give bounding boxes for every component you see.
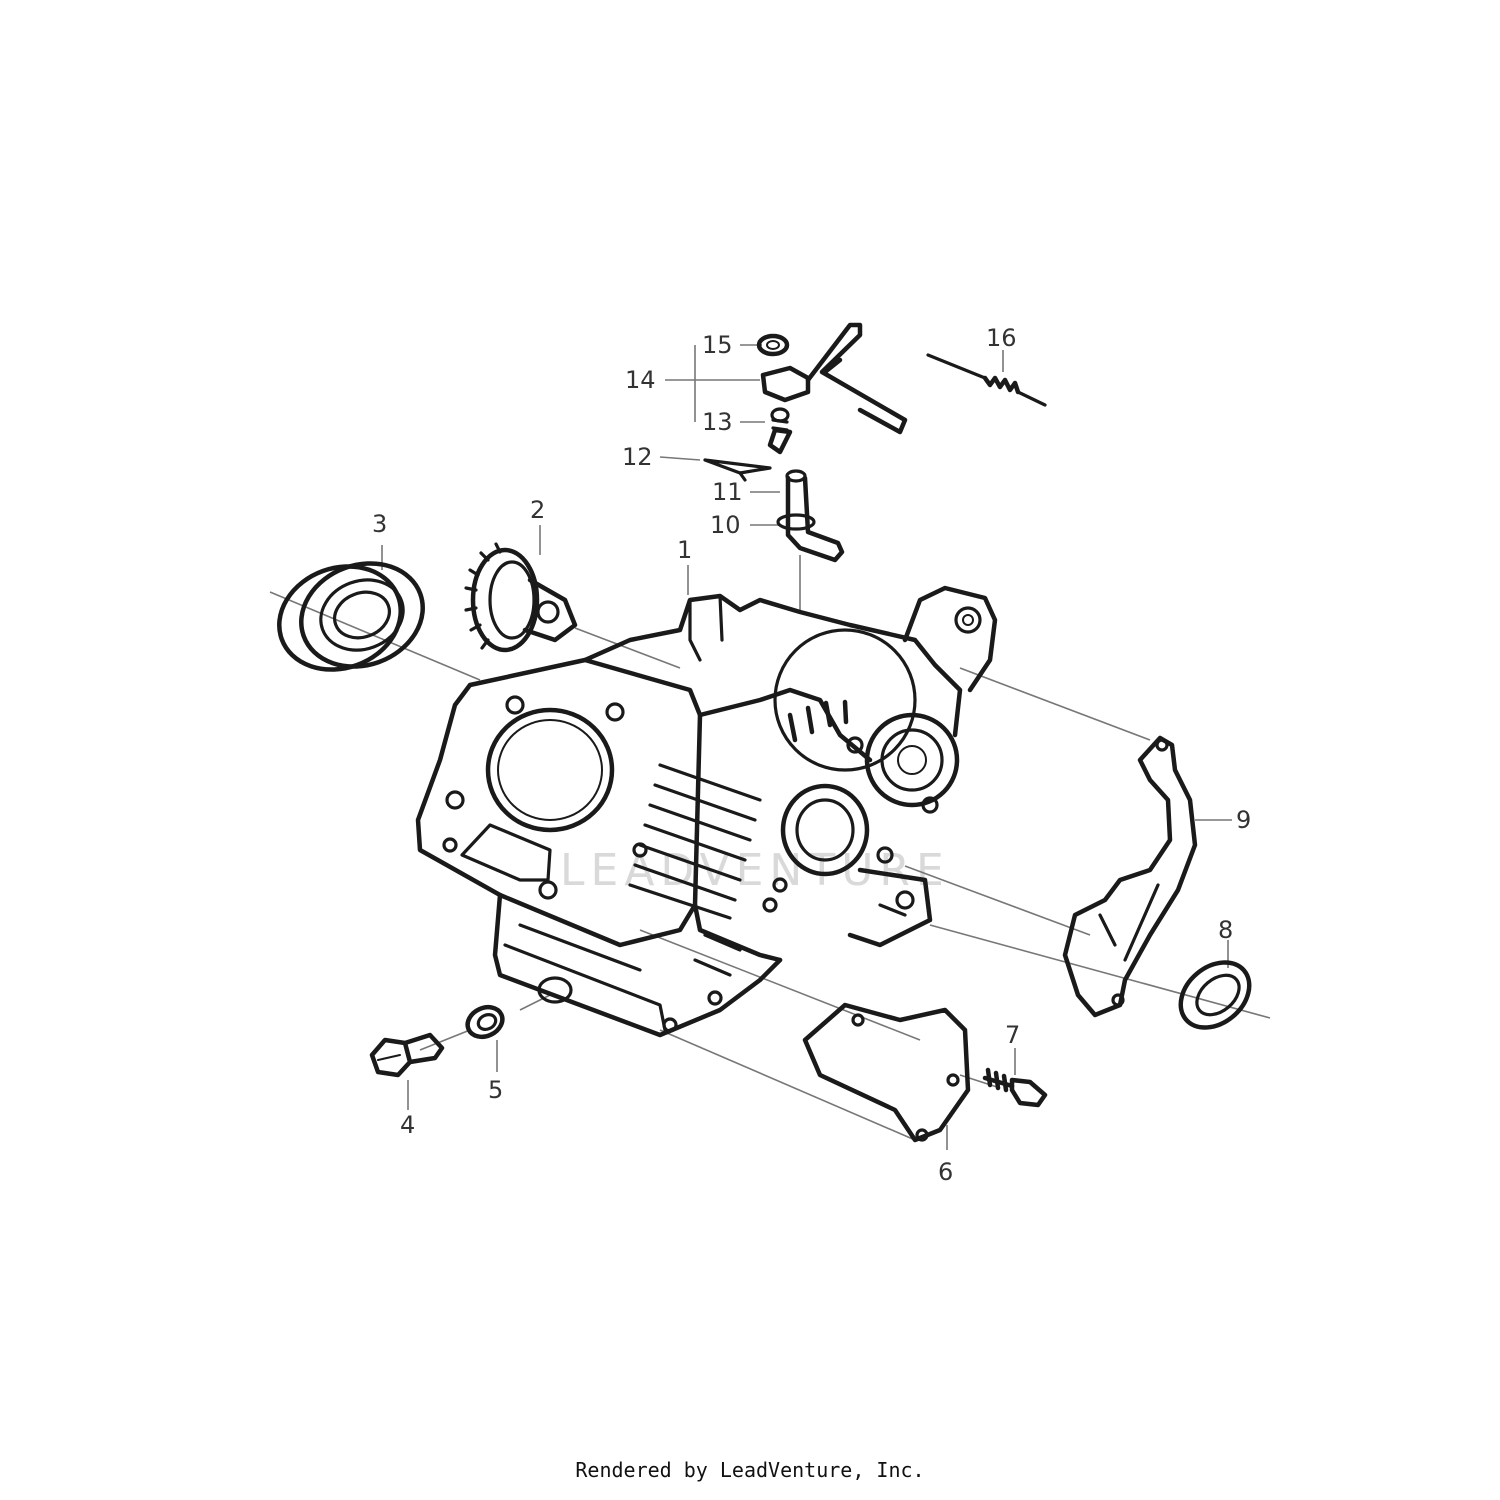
main-bearing (277, 561, 425, 672)
callout-15: 15 (702, 331, 733, 359)
callout-11: 11 (712, 478, 743, 506)
callout-1: 1 (677, 536, 692, 564)
callout-13: 13 (702, 408, 733, 436)
callout-16: 16 (986, 324, 1017, 352)
callout-7: 7 (1005, 1021, 1020, 1049)
callout-12: 12 (622, 443, 653, 471)
oil-seal (1178, 960, 1252, 1030)
cover-plate (802, 1002, 971, 1143)
flange-bolt (982, 1067, 1048, 1108)
watermark-text: LEADVENTURE (560, 845, 950, 896)
callout-5: 5 (488, 1076, 503, 1104)
leader-lines (269, 344, 1271, 1150)
governor-arm-assembly (756, 322, 908, 455)
callout-3: 3 (372, 510, 387, 538)
callout-4: 4 (400, 1111, 415, 1139)
callout-labels: 1 2 3 4 5 6 7 8 9 10 11 12 13 14 15 16 (372, 324, 1251, 1186)
sealing-washer (465, 1004, 505, 1040)
cotter-pin (703, 458, 772, 482)
governor-shaft (776, 469, 845, 563)
callout-10: 10 (710, 511, 741, 539)
callout-9: 9 (1236, 806, 1251, 834)
callout-14: 14 (625, 366, 656, 394)
callout-8: 8 (1218, 916, 1233, 944)
governor-spring (926, 353, 1047, 407)
footer-credit: Rendered by LeadVenture, Inc. (575, 1458, 925, 1482)
crankcase-gasket (1062, 735, 1198, 1018)
callout-6: 6 (938, 1158, 953, 1186)
drain-bolt (369, 1032, 445, 1078)
callout-2: 2 (530, 496, 545, 524)
governor-gear (464, 542, 578, 653)
crankcase (415, 585, 998, 1038)
